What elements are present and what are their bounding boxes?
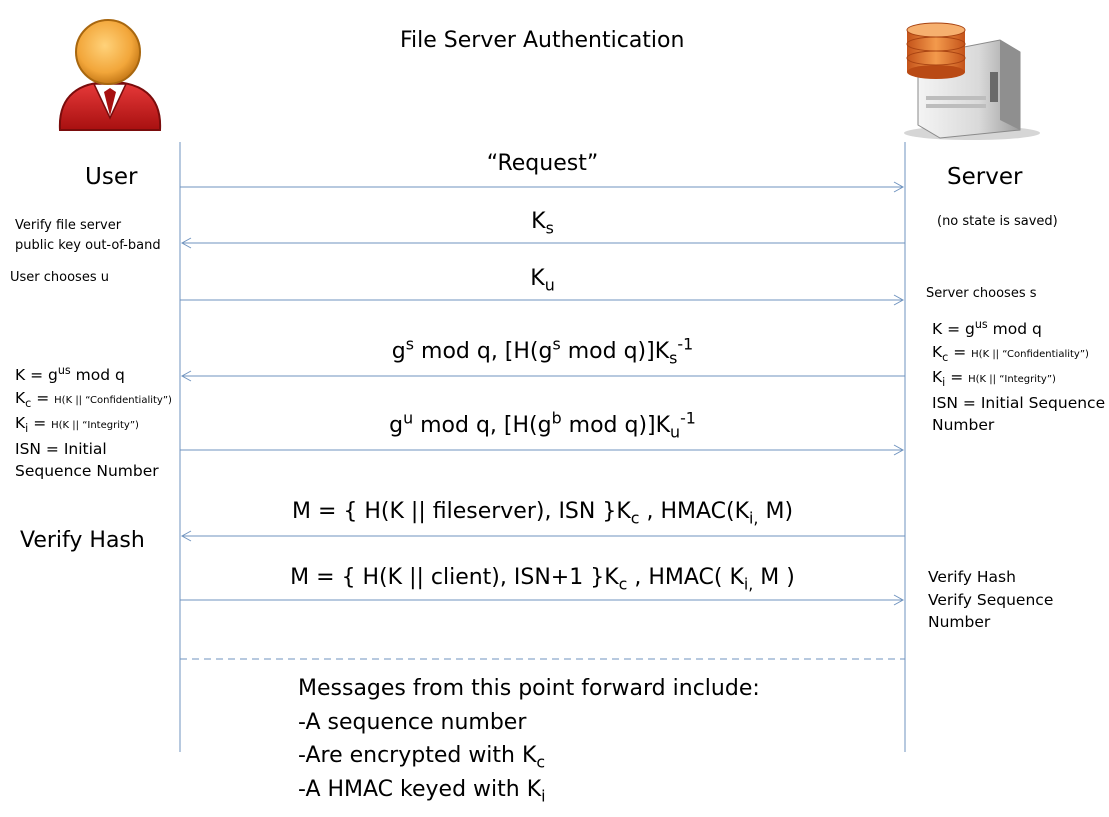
- footer-line1: Messages from this point forward include…: [298, 676, 760, 701]
- user-verify-hash: Verify Hash: [20, 528, 145, 553]
- arrow-m5: [180, 444, 905, 456]
- diagram-title: File Server Authentication: [400, 28, 685, 53]
- user-ki-line: Ki = H(K || “Integrity”): [15, 414, 139, 435]
- server-database-icon: [904, 22, 1040, 140]
- server-k-line: K = gus mod q: [932, 317, 1042, 338]
- footer-line2: -A sequence number: [298, 709, 527, 735]
- footer-notes: Messages from this point forward include…: [298, 672, 760, 806]
- message-request: “Request”: [486, 151, 599, 176]
- server-ki-line: Ki = H(K || “Integrity”): [932, 368, 1056, 389]
- server-chooses-note: Server chooses s: [926, 286, 1037, 301]
- server-key-derivation: K = gus mod q Kc = H(K || “Confidentiali…: [932, 318, 1105, 437]
- user-isn-line2: Sequence Number: [15, 462, 159, 480]
- user-key-derivation: K = gus mod q Kc = H(K || “Confidentiali…: [15, 364, 172, 483]
- message-ks: Ks: [531, 209, 554, 238]
- message-ku: Ku: [530, 266, 555, 295]
- user-isn-line1: ISN = Initial: [15, 439, 107, 458]
- user-avatar-icon: [58, 19, 162, 131]
- footer-line4: -A HMAC keyed with Ki: [298, 776, 546, 806]
- arrow-m3: [180, 294, 905, 306]
- message-client-hmac: M = { H(K || client), ISN+1 }Kc , HMAC( …: [290, 565, 795, 594]
- user-k-line: K = gus mod q: [15, 363, 125, 384]
- arrow-m6: [180, 530, 905, 542]
- verify-pubkey-line2: public key out-of-band: [15, 238, 161, 253]
- message-server-dh: gs mod q, [H(gs mod q)]Ks-1: [391, 334, 694, 368]
- no-state-note: (no state is saved): [937, 214, 1058, 229]
- arrow-m2: [180, 237, 905, 249]
- server-label: Server: [947, 164, 1023, 190]
- verify-pubkey-line1: Verify file server: [15, 218, 122, 233]
- server-verify-seq-line2: Number: [928, 613, 991, 631]
- arrow-m4: [180, 370, 905, 382]
- server-kc-line: Kc = H(K || “Confidentiality”): [932, 342, 1089, 364]
- arrow-m7: [180, 594, 905, 606]
- server-verify-note: Verify Hash Verify Sequence Number: [928, 566, 1053, 634]
- server-isn-line1: ISN = Initial Sequence: [932, 393, 1106, 412]
- footer-line3: -Are encrypted with Kc: [298, 743, 546, 772]
- server-verify-hash: Verify Hash: [928, 568, 1016, 586]
- user-kc-line: Kc = H(K || “Confidentiality”): [15, 388, 172, 410]
- user-chooses-note: User chooses u: [10, 270, 109, 285]
- server-verify-seq-line1: Verify Sequence: [928, 590, 1054, 609]
- message-fileserver-hmac: M = { H(K || fileserver), ISN }Kc , HMAC…: [291, 499, 794, 528]
- user-label: User: [85, 164, 138, 190]
- arrow-m1: [180, 181, 905, 193]
- server-isn-line2: Number: [932, 416, 995, 434]
- message-user-dh: gu mod q, [H(gb mod q)]Ku-1: [389, 408, 696, 442]
- verify-pubkey-note: Verify file server public key out-of-ban…: [15, 216, 161, 256]
